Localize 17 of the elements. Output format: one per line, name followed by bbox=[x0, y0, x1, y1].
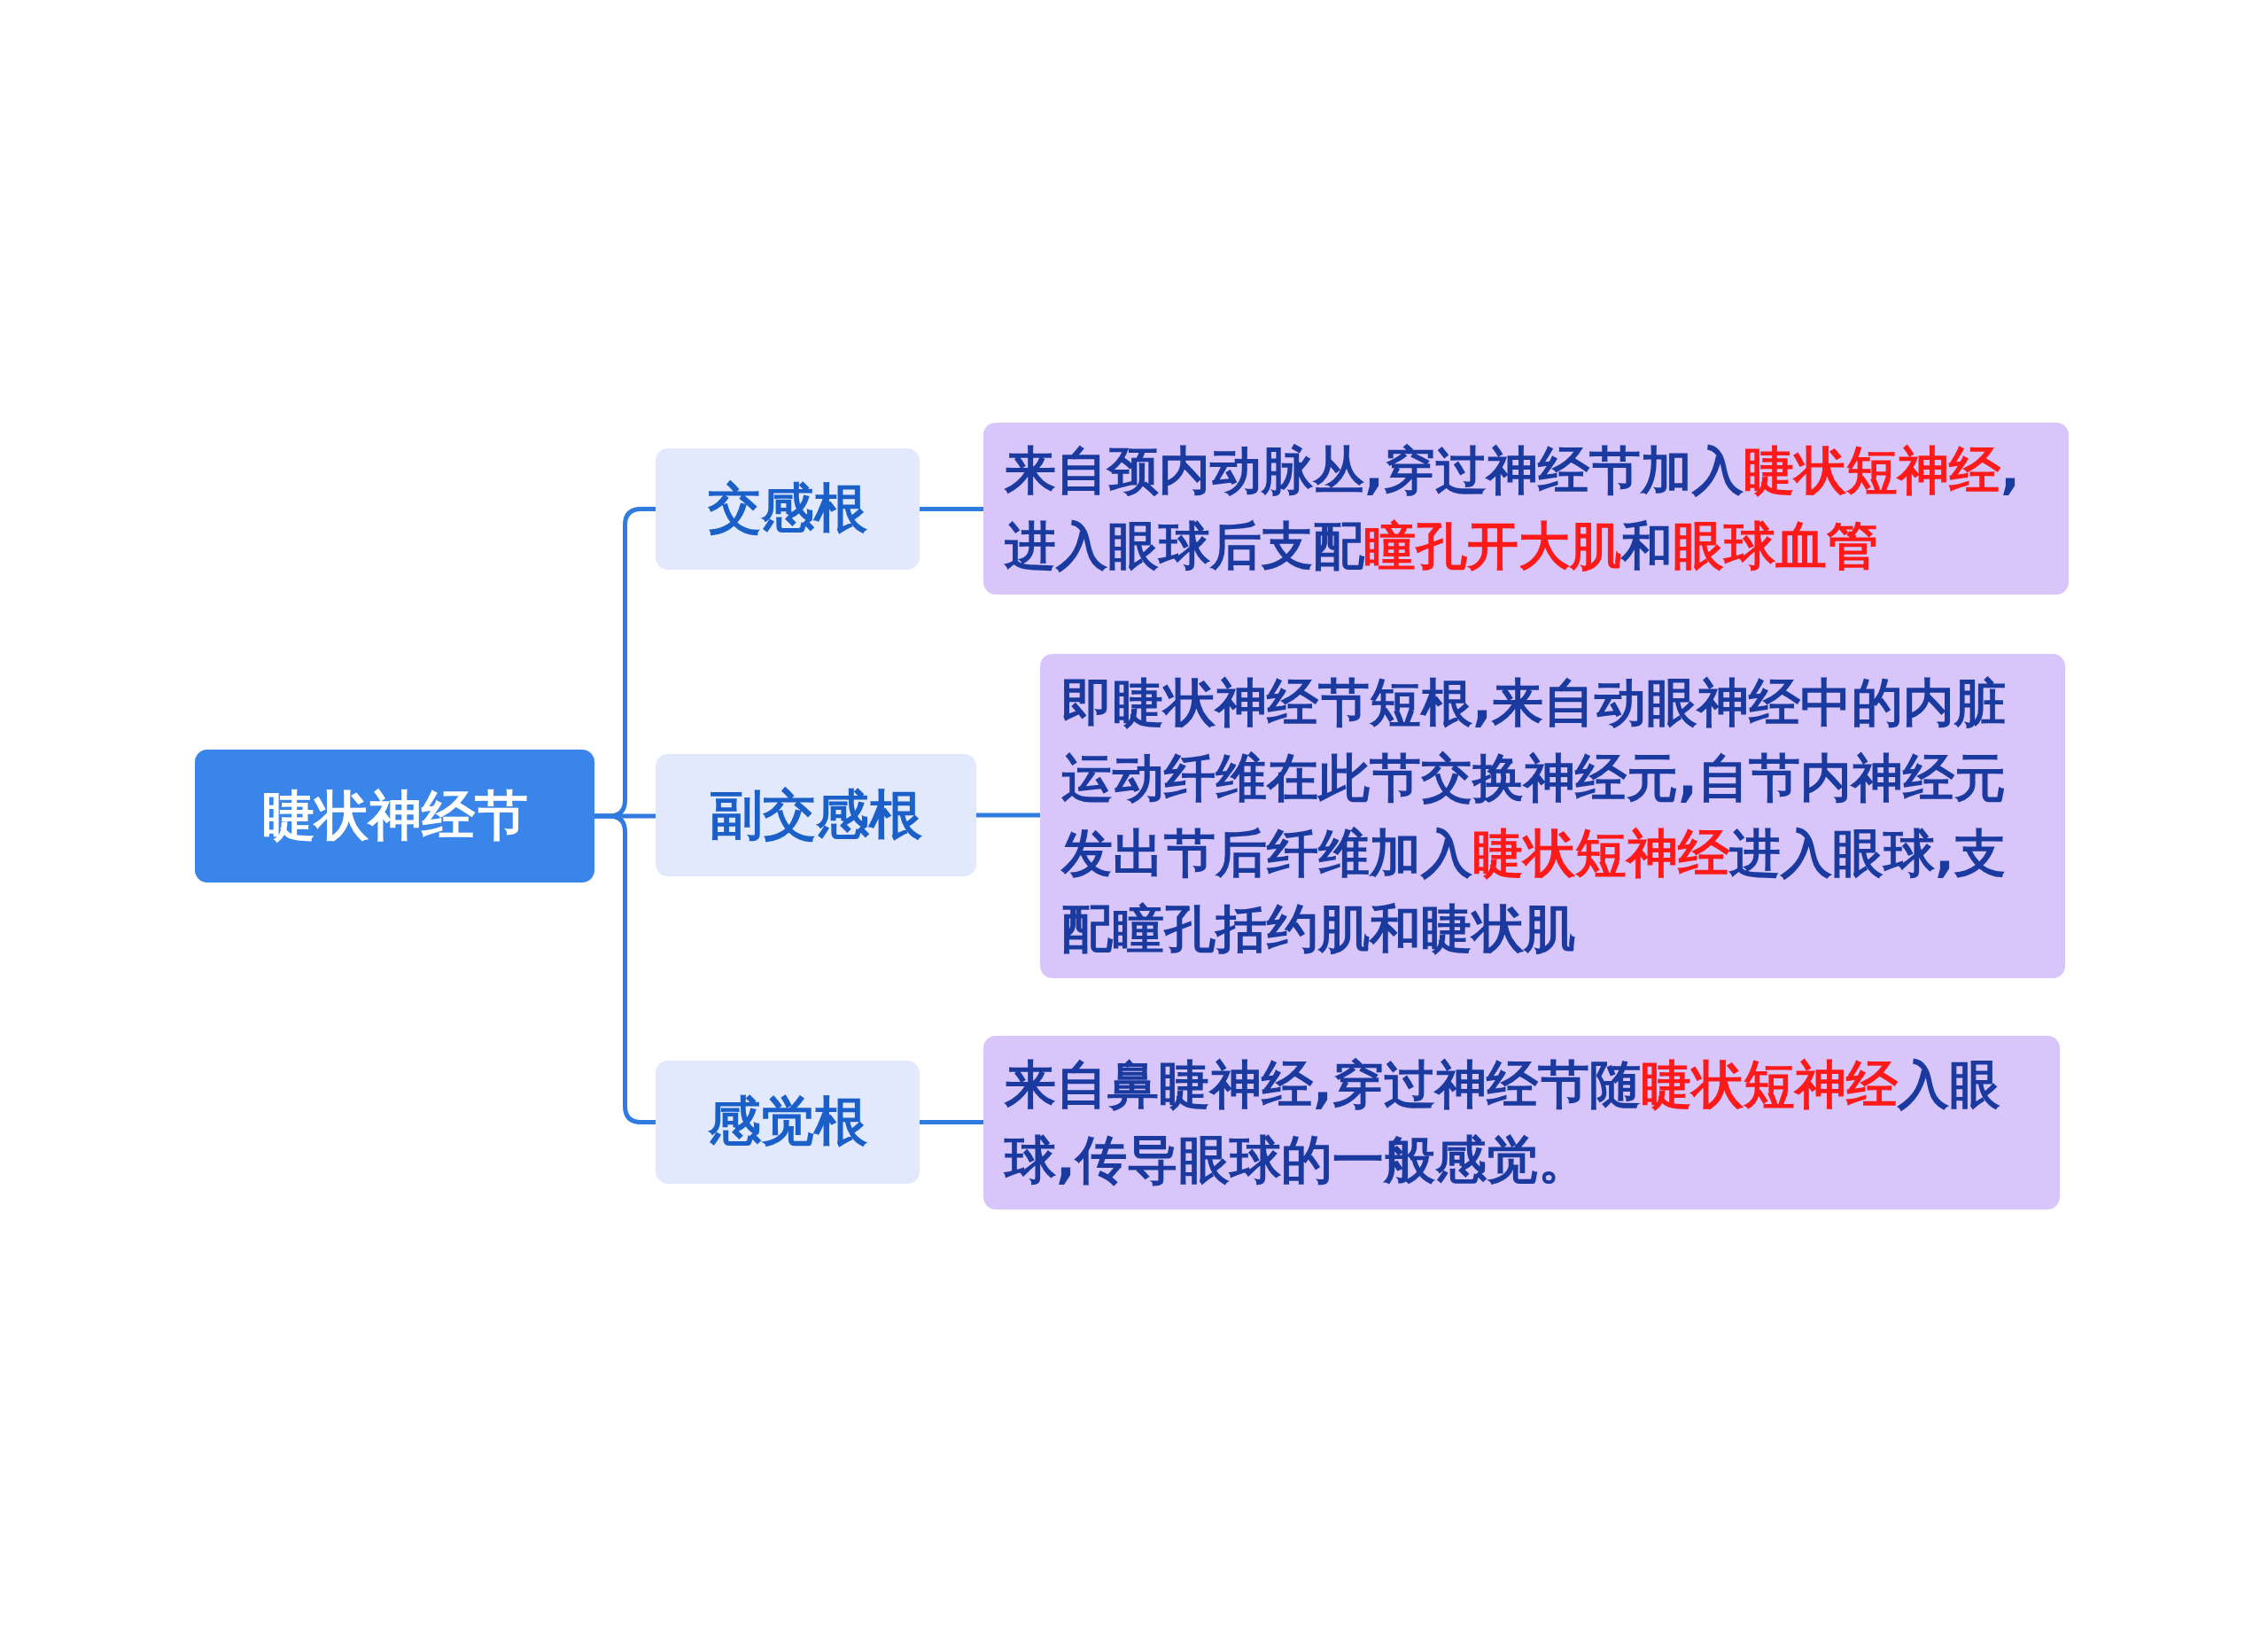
topic-text: 来自颈内动脉丛,穿过神经节加入睫状短神经,进入眼球后支配瞳孔开大肌和眼球血管 bbox=[1005, 439, 2022, 578]
topic-text: 交感根 bbox=[708, 476, 867, 540]
detail-box bbox=[983, 1036, 2060, 1209]
detail-box bbox=[983, 423, 2069, 595]
topic-text: 来自鼻睫神经,穿过神经节随睫状短神经入眼球,传导眼球的一般感觉。 bbox=[1005, 1054, 2002, 1192]
topic-text: 即睫状神经节短根,来自动眼神经中的内脏运动纤维在此节交换神经元,自节内神经元发出节后纤维加入睫状短神经进入眼球,支配瞳孔括约肌和睫状肌 bbox=[1061, 672, 2008, 960]
topic-text: 副交感根 bbox=[710, 782, 922, 847]
connector-line bbox=[976, 813, 1040, 818]
detail-box bbox=[1040, 654, 2065, 978]
topic-text: 感觉根 bbox=[708, 1089, 867, 1154]
connector-line bbox=[920, 507, 983, 511]
root-topic-box bbox=[195, 750, 594, 883]
connector-line bbox=[920, 1120, 983, 1124]
branch-topic-box bbox=[656, 1061, 920, 1184]
branch-topic-box bbox=[656, 448, 920, 570]
branch-topic-box bbox=[656, 754, 976, 876]
topic-text: 睫状神经节 bbox=[261, 782, 528, 848]
